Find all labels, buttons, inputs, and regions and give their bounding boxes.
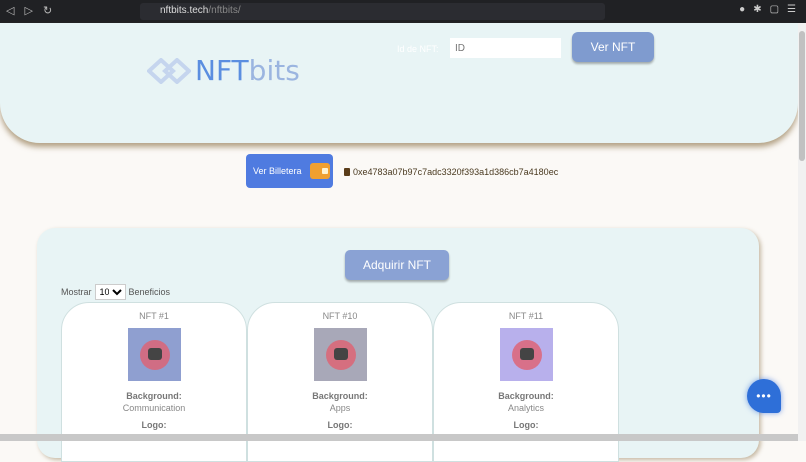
nft-image[interactable] [313, 328, 367, 381]
ver-billetera-label: Ver Billetera [253, 166, 302, 176]
id-label: Id de NFT: [397, 44, 439, 54]
background-value: Apps [329, 403, 351, 413]
address-text: 0xe4783a07b97c7adc3320f393a1d386cb7a4180… [353, 167, 559, 177]
logo-label: Logo: [141, 420, 167, 430]
nft-title: NFT #1 [139, 311, 169, 321]
logo-bits: bits [248, 54, 300, 87]
header [0, 23, 798, 143]
menu-icon[interactable]: ☰ [787, 4, 796, 15]
url-host: nftbits.tech [160, 5, 209, 16]
reload-icon[interactable]: ↻ [42, 5, 53, 17]
extension-icon[interactable]: ● [739, 4, 746, 15]
background-label: Background: [498, 391, 554, 401]
nft-id-input[interactable] [450, 38, 561, 58]
wallet-icon [309, 163, 330, 179]
background-value: Communication [122, 403, 186, 413]
scrollbar-thumb[interactable] [799, 31, 805, 161]
background-label: Background: [312, 391, 368, 401]
clipboard-icon[interactable] [344, 168, 350, 176]
background-label: Background: [126, 391, 182, 401]
ver-nft-button[interactable]: Ver NFT [572, 32, 654, 62]
logo-diamond-icon [147, 57, 191, 84]
vertical-scrollbar[interactable] [798, 23, 806, 441]
chat-dots-icon: ••• [756, 389, 772, 403]
back-icon[interactable]: ◁ [6, 5, 15, 17]
horizontal-scrollbar[interactable] [0, 434, 798, 441]
beneficios-label: Beneficios [128, 287, 171, 297]
page-size-select[interactable]: 10 [94, 284, 126, 300]
wallet-address: 0xe4783a07b97c7adc3320f393a1d386cb7a4180… [344, 167, 558, 177]
nft-image[interactable] [499, 328, 553, 381]
logo-nft: NFT [195, 54, 249, 87]
forward-icon[interactable]: ▷ [24, 5, 33, 17]
mostrar-label: Mostrar [61, 287, 92, 297]
chat-widget-button[interactable]: ••• [747, 379, 781, 413]
sidebar-icon[interactable]: ▢ [769, 4, 780, 15]
ver-billetera-button[interactable]: Ver Billetera [246, 154, 333, 188]
nft-image[interactable] [127, 328, 181, 381]
nft-title: NFT #11 [508, 311, 544, 321]
page-size-control: Mostrar 10 Beneficios [61, 284, 170, 300]
url-path: /nftbits/ [208, 5, 241, 16]
browser-toolbar: ◁ ▷ ↻ nftbits.tech/nftbits/ ● ✱ ▢ ☰ [0, 0, 806, 23]
nft-title: NFT #10 [322, 311, 358, 321]
puzzle-icon[interactable]: ✱ [753, 4, 762, 15]
adquirir-nft-button[interactable]: Adquirir NFT [345, 250, 449, 280]
logo-label: Logo: [327, 420, 353, 430]
background-value: Analytics [507, 403, 544, 413]
address-bar[interactable]: nftbits.tech/nftbits/ [140, 3, 605, 20]
logo-label: Logo: [513, 420, 539, 430]
